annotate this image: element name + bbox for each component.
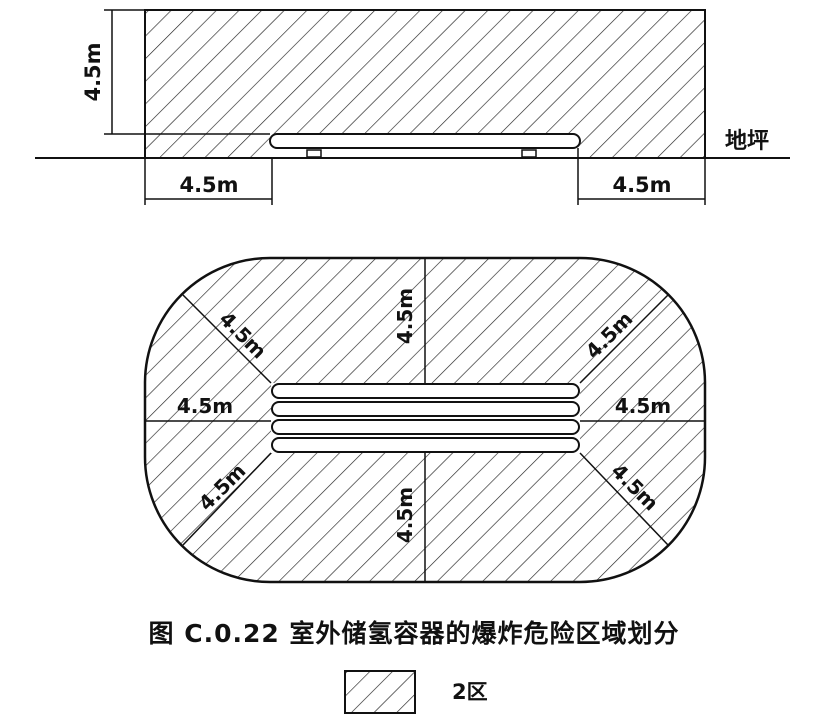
hydrogen-vessel-plan-1 [271, 383, 580, 399]
plan-dim-top: 4.5m [393, 288, 417, 344]
elevation-left-dim-label: 4.5m [179, 173, 238, 197]
vessel-support-left [306, 149, 322, 158]
plan-view: 4.5m 4.5m 4.5m 4.5m 4.5m 4.5m 4.5m 4.5m [143, 256, 707, 584]
hydrogen-vessel-plan-2 [271, 401, 580, 417]
elevation-right-dim-label: 4.5m [612, 173, 671, 197]
figure-caption: 图 C.0.22 室外储氢容器的爆炸危险区域划分 [148, 619, 680, 648]
elevation-height-dim-label: 4.5m [81, 42, 105, 101]
legend-label-zone2: 2区 [452, 680, 488, 704]
plan-diag-top-right [579, 294, 669, 384]
plan-diag-top-left [182, 294, 272, 384]
hydrogen-vessel-plan-3 [271, 419, 580, 435]
ground-label: 地坪 [725, 129, 769, 154]
plan-dim-bottom: 4.5m [393, 487, 417, 543]
plan-dim-left: 4.5m [177, 394, 233, 418]
plan-diag-bottom-left [182, 452, 272, 546]
vessel-support-right [521, 149, 537, 158]
plan-dim-right: 4.5m [615, 394, 671, 418]
hydrogen-vessel-plan-4 [271, 437, 580, 453]
legend-swatch-zone2 [344, 670, 416, 714]
hydrogen-vessel-elevation [269, 133, 581, 149]
elevation-view: 4.5m 4.5m 4.5m 地坪 [35, 9, 790, 205]
plan-diag-bottom-right [579, 452, 669, 546]
